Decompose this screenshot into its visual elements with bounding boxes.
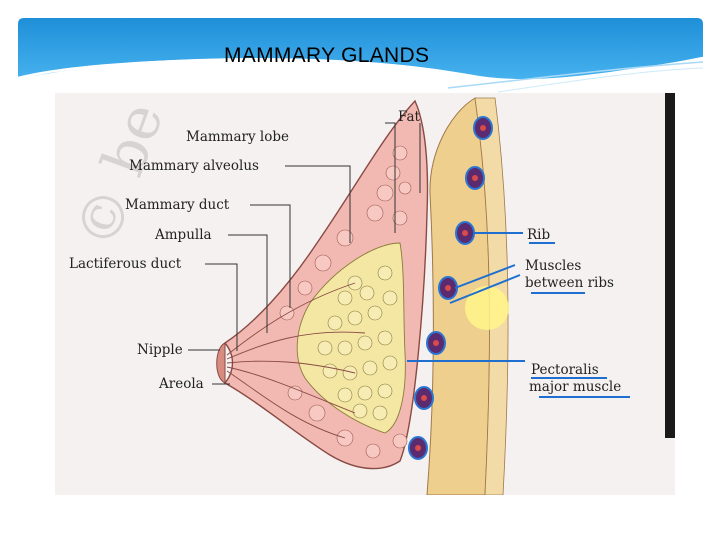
label-muscles-between-ribs-line2: between ribs	[525, 275, 614, 291]
mammary-lobe-shape	[296, 242, 406, 434]
label-muscles-between-ribs-line1: Muscles	[525, 258, 581, 274]
diagram-image: © be	[55, 93, 675, 495]
label-mammary-lobe: Mammary lobe	[186, 129, 289, 145]
highlight-mark	[465, 286, 509, 330]
label-rib: Rib	[527, 227, 550, 243]
diagram-edge-strip	[665, 93, 675, 438]
label-nipple: Nipple	[137, 342, 183, 358]
nipple-shape	[216, 342, 226, 384]
label-mammary-alveolus: Mammary alveolus	[129, 158, 259, 174]
label-fat: Fat	[398, 109, 420, 125]
label-areola: Areola	[158, 376, 204, 392]
label-pectoralis-line2: major muscle	[529, 379, 621, 395]
label-lactiferous-duct: Lactiferous duct	[69, 256, 182, 272]
label-mammary-duct: Mammary duct	[125, 197, 230, 213]
label-pectoralis-line1: Pectoralis	[531, 362, 599, 378]
label-ampulla: Ampulla	[154, 227, 212, 243]
slide-title: MAMMARY GLANDS	[224, 44, 430, 67]
title-banner	[18, 18, 703, 93]
